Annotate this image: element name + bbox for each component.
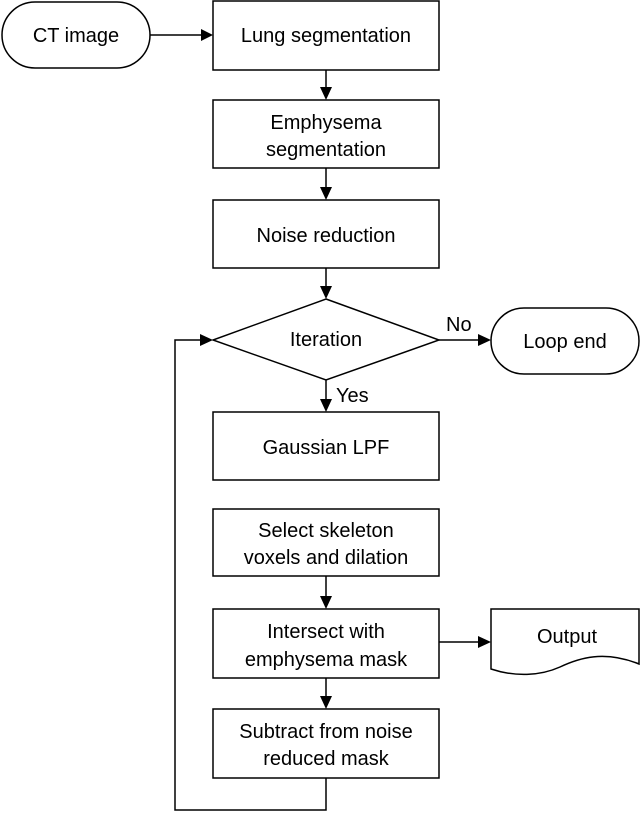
- arrowhead: [320, 399, 332, 412]
- decision-diamond: [210, 298, 442, 381]
- node-emphysema-segmentation: Emphysema segmentation: [212, 99, 440, 169]
- node-intersect: Intersect with emphysema mask: [212, 608, 440, 679]
- node-select-skeleton: Select skeleton voxels and dilation: [212, 508, 440, 577]
- arrowhead: [201, 29, 213, 41]
- terminator-shape: [1, 1, 151, 69]
- subtract-label-line2: reduced mask: [263, 748, 390, 770]
- node-iteration: Iteration: [210, 298, 442, 381]
- process-box: [212, 608, 440, 679]
- emphysema-segmentation-label-line2: segmentation: [266, 139, 386, 161]
- node-subtract: Subtract from noise reduced mask: [212, 708, 440, 779]
- arrowhead: [320, 596, 332, 609]
- select-skeleton-label-line2: voxels and dilation: [244, 547, 409, 569]
- node-ct-image: CT image: [1, 1, 151, 69]
- terminator-shape: [490, 307, 640, 375]
- gaussian-lpf-label: Gaussian LPF: [263, 437, 390, 459]
- select-skeleton-label-line1: Select skeleton: [258, 520, 394, 542]
- node-lung-segmentation: Lung segmentation: [212, 0, 440, 71]
- arrowhead: [478, 636, 491, 648]
- emphysema-segmentation-label-line1: Emphysema: [270, 112, 382, 134]
- process-box: [212, 99, 440, 169]
- process-box: [212, 508, 440, 577]
- output-label: Output: [537, 626, 597, 648]
- process-box: [212, 199, 440, 269]
- intersect-label-line1: Intersect with: [267, 621, 385, 643]
- arrowhead: [478, 334, 491, 346]
- noise-reduction-label: Noise reduction: [257, 225, 396, 247]
- node-output: Output: [490, 608, 640, 676]
- arrowhead: [320, 87, 332, 100]
- no-edge-label: No: [446, 314, 472, 336]
- arrowheads: [200, 29, 491, 709]
- node-gaussian-lpf: Gaussian LPF: [212, 411, 440, 481]
- arrowhead: [320, 187, 332, 200]
- subtract-label-line1: Subtract from noise: [239, 721, 412, 743]
- process-box: [212, 411, 440, 481]
- lung-segmentation-label: Lung segmentation: [241, 25, 411, 47]
- intersect-label-line2: emphysema mask: [245, 649, 408, 671]
- loop-end-label: Loop end: [523, 331, 606, 353]
- node-loop-end: Loop end: [490, 307, 640, 375]
- edge-loop-back: [174, 339, 327, 811]
- arrowhead: [320, 696, 332, 709]
- connectors: [150, 34, 479, 811]
- process-box: [212, 708, 440, 779]
- node-noise-reduction: Noise reduction: [212, 199, 440, 269]
- ct-image-label: CT image: [33, 25, 119, 47]
- iteration-label: Iteration: [290, 329, 362, 351]
- arrowhead: [200, 334, 213, 346]
- yes-edge-label: Yes: [336, 385, 369, 407]
- arrowhead: [320, 286, 332, 299]
- process-box: [212, 0, 440, 71]
- document-shape: [490, 608, 640, 676]
